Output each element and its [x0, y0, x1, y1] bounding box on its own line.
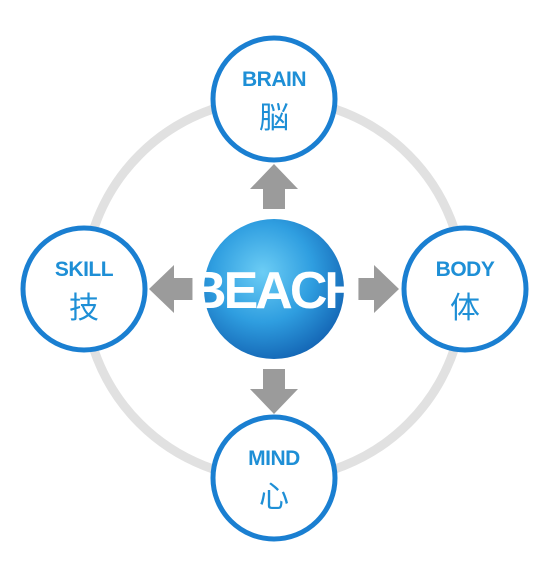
- node-mind-kanji: 心: [259, 480, 289, 515]
- arrow-down: [250, 369, 298, 414]
- node-body-label: BODY: [436, 258, 495, 281]
- arrow-right: [354, 265, 399, 313]
- node-skill-kanji: 技: [69, 291, 99, 326]
- arrow-up: [250, 164, 298, 209]
- node-skill: SKILL 技: [20, 225, 148, 353]
- node-brain-label: BRAIN: [242, 68, 306, 91]
- node-body: BODY 体: [401, 225, 529, 353]
- node-skill-label: SKILL: [55, 258, 114, 281]
- node-mind-label: MIND: [248, 447, 300, 470]
- center-label: BEACH: [189, 262, 359, 320]
- node-brain: BRAIN 脳: [210, 35, 338, 163]
- node-mind: MIND 心: [210, 414, 338, 542]
- node-brain-kanji: 脳: [259, 101, 289, 136]
- center-node: BEACH: [189, 219, 362, 359]
- arrow-left: [149, 265, 194, 313]
- node-body-kanji: 体: [450, 291, 480, 326]
